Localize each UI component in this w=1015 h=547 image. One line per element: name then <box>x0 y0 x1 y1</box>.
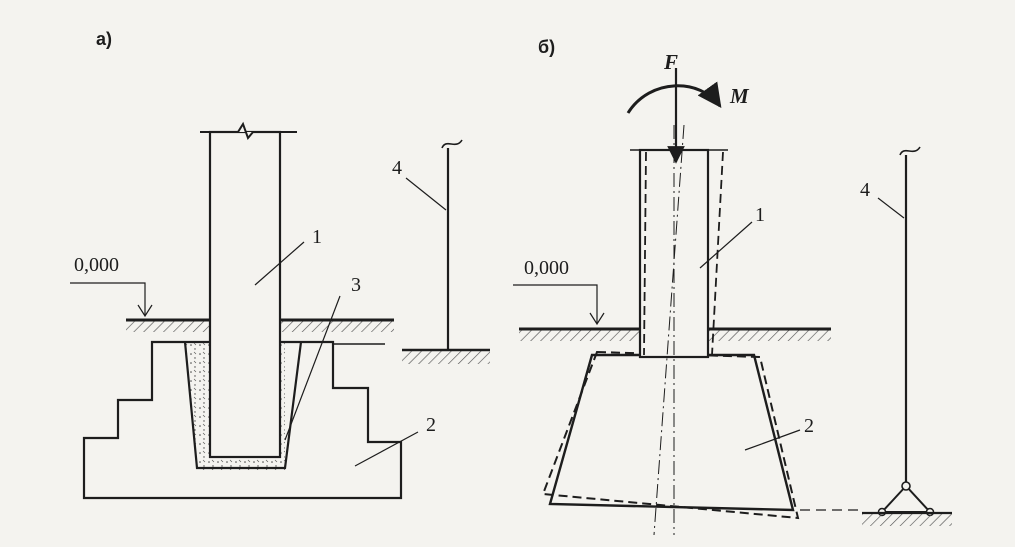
callout-3-a: 3 <box>351 274 361 296</box>
column-break-a <box>200 121 297 140</box>
leader-4-a <box>405 177 447 211</box>
level-mark-b: 0,000 <box>524 257 569 279</box>
axis-b-tilted <box>653 124 685 536</box>
panel-b-label: б) <box>538 37 556 57</box>
level-mark-a: 0,000 <box>74 254 119 276</box>
leader-1-a <box>254 241 305 286</box>
callout-1-b: 1 <box>755 204 765 226</box>
column-a <box>208 130 282 459</box>
panel-b <box>513 68 952 536</box>
callout-2-b: 2 <box>804 415 814 437</box>
moment-arrow <box>626 81 722 114</box>
leader-1-b <box>699 221 753 269</box>
panel-a <box>70 121 490 500</box>
column-b-displaced <box>643 151 724 356</box>
level-mark-leader-a <box>70 282 146 315</box>
callout-4-a: 4 <box>392 157 402 179</box>
callout-2-a: 2 <box>426 414 436 436</box>
scheme-ground-hatch-a <box>402 350 490 364</box>
socket-outline <box>183 341 303 470</box>
force-label: F <box>664 50 679 74</box>
callout-4-b: 4 <box>860 179 870 201</box>
leader-3-a <box>284 295 341 441</box>
leader-2-b <box>744 429 801 451</box>
scheme-ground-hatch-b <box>862 513 952 526</box>
moment-label: M <box>730 84 749 108</box>
level-mark-leader-b <box>513 284 598 323</box>
leader-4-b <box>877 197 905 219</box>
leader-2-a <box>354 431 419 467</box>
callout-1-a: 1 <box>312 226 322 248</box>
trapezoid-foundation-displaced <box>541 350 800 520</box>
panel-a-label: а) <box>96 29 113 49</box>
